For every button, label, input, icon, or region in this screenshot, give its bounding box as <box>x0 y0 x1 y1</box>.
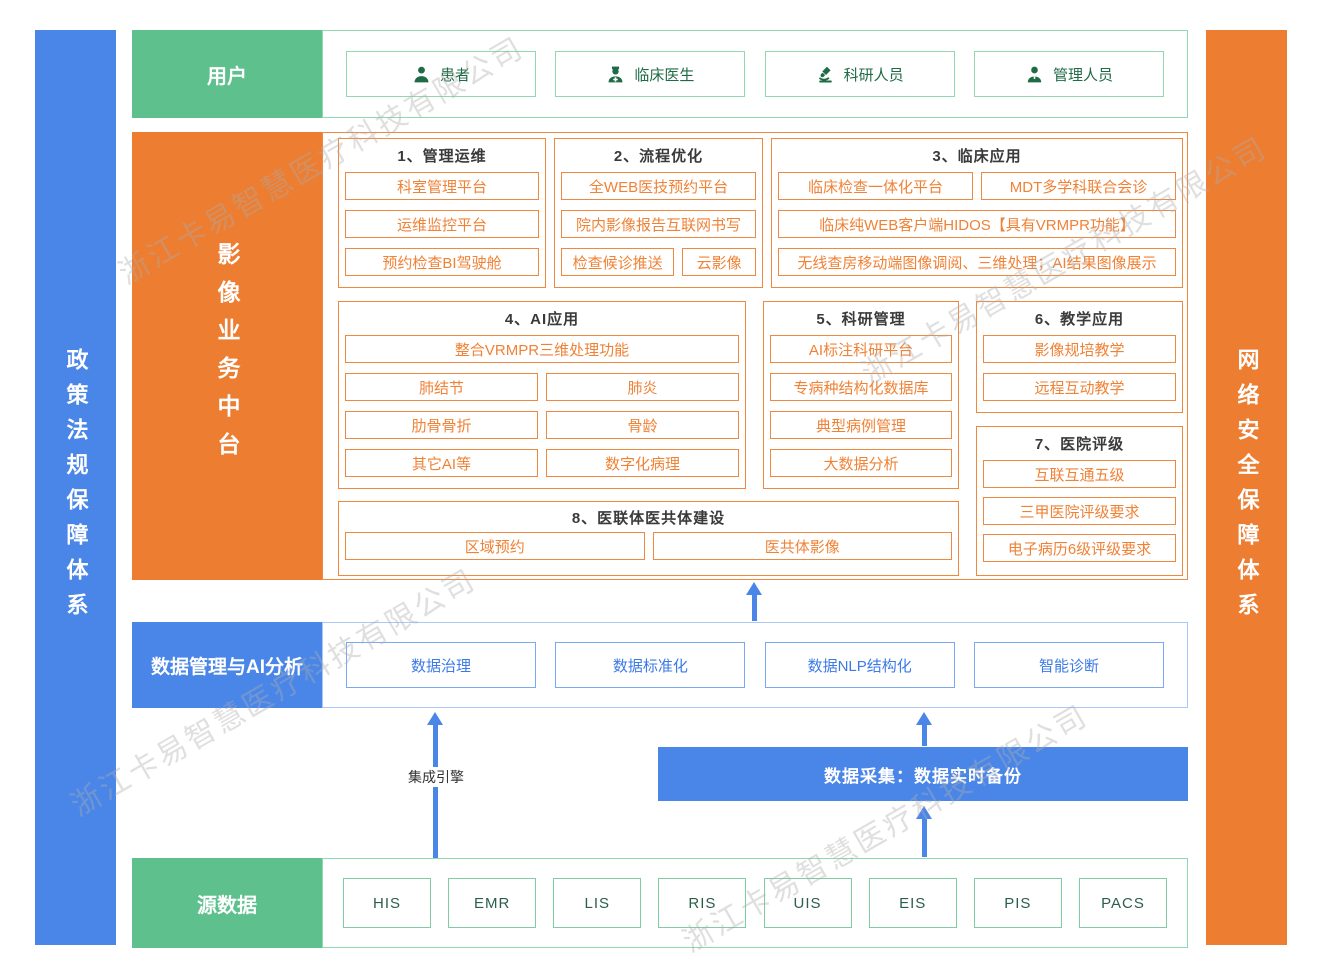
section-clinical-application: 3、临床应用 临床检查一体化平台 MDT多学科联合会诊 临床纯WEB客户端HID… <box>771 138 1183 288</box>
doctor-icon <box>608 66 623 82</box>
source-system-lis: LIS <box>553 878 642 928</box>
source-data-row: 源数据 HIS EMR LIS RIS UIS EIS PIS PACS <box>132 858 1188 948</box>
section-title: 3、临床应用 <box>932 148 1022 165</box>
platform-item: 电子病历6级评级要求 <box>983 534 1176 562</box>
platform-item: 科室管理平台 <box>345 172 539 200</box>
platform-item: 预约检查BI驾驶舱 <box>345 248 539 276</box>
data-management-label: 数据管理与AI分析 <box>132 622 322 708</box>
section-title: 2、流程优化 <box>613 148 704 165</box>
platform-item: 临床纯WEB客户端HIDOS【具有VRMPR功能】 <box>778 210 1176 238</box>
source-system-emr: EMR <box>448 878 537 928</box>
section-title: 7、医院评级 <box>1034 436 1125 453</box>
platform-item: 区域预约 <box>345 532 645 560</box>
users-row: 用户 患者 临床医生 科研人员 管理人员 <box>132 30 1188 118</box>
platform-item: 三甲医院评级要求 <box>983 497 1176 525</box>
platform-item: 整合VRMPR三维处理功能 <box>345 335 739 363</box>
admin-icon <box>1027 66 1042 82</box>
section-ai-application: 4、AI应用 整合VRMPR三维处理功能 肺结节 肺炎 肋骨骨折 骨龄 其它AI… <box>338 301 746 489</box>
section-management-ops: 1、管理运维 科室管理平台 运维监控平台 预约检查BI驾驶舱 <box>338 138 546 288</box>
section-medical-alliance: 8、医联体医共体建设 区域预约 医共体影像 <box>338 501 959 576</box>
source-system-his: HIS <box>343 878 431 928</box>
imaging-platform-label-box: 影像业务中台 <box>132 132 322 580</box>
platform-item: MDT多学科联合会诊 <box>981 172 1176 200</box>
users-row-body: 患者 临床医生 科研人员 管理人员 <box>322 30 1188 118</box>
data-mgmt-item: 数据标准化 <box>555 642 746 688</box>
user-item-label: 患者 <box>439 66 470 84</box>
platform-item: 影像规培教学 <box>983 335 1176 363</box>
source-system-uis: UIS <box>763 878 852 928</box>
section-process-optimization: 2、流程优化 全WEB医技预约平台 院内影像报告互联网书写 检查候诊推送 云影像 <box>554 138 763 288</box>
section-hospital-rating: 7、医院评级 互联互通五级 三甲医院评级要求 电子病历6级评级要求 <box>976 426 1183 576</box>
user-item-label: 管理人员 <box>1052 66 1113 84</box>
platform-item: 肋骨骨折 <box>345 411 538 439</box>
data-management-body: 数据治理 数据标准化 数据NLP结构化 智能诊断 <box>322 622 1188 708</box>
source-system-pis: PIS <box>973 878 1062 928</box>
imaging-platform-label: 影像业务中台 <box>214 242 240 470</box>
integration-engine-label: 集成引擎 <box>406 767 466 787</box>
section-title: 5、科研管理 <box>816 311 906 328</box>
platform-item: 运维监控平台 <box>345 210 539 238</box>
users-row-label: 用户 <box>132 30 322 118</box>
source-data-body: HIS EMR LIS RIS UIS EIS PIS PACS <box>322 858 1188 948</box>
platform-item: 检查候诊推送 <box>561 248 675 276</box>
platform-item: 肺结节 <box>345 373 538 401</box>
patient-icon <box>414 66 429 82</box>
arrow-source-to-collection <box>915 806 933 857</box>
section-title: 8、医联体医共体建设 <box>571 509 726 527</box>
platform-item: 大数据分析 <box>770 449 952 477</box>
data-mgmt-item: 智能诊断 <box>973 642 1164 688</box>
platform-item: 骨龄 <box>546 411 739 439</box>
imaging-platform-body: 1、管理运维 科室管理平台 运维监控平台 预约检查BI驾驶舱 2、流程优化 全W… <box>322 132 1188 580</box>
arrow-integration-engine <box>426 712 444 858</box>
platform-item: 典型病例管理 <box>770 411 952 439</box>
platform-item: 远程互动教学 <box>983 373 1176 401</box>
user-item-patient: 患者 <box>346 51 536 97</box>
user-item-researcher: 科研人员 <box>764 51 955 97</box>
source-system-eis: EIS <box>868 878 957 928</box>
section-title: 6、教学应用 <box>1034 311 1125 328</box>
network-security-label: 网络安全保障体系 <box>1234 347 1260 628</box>
data-management-row: 数据管理与AI分析 数据治理 数据标准化 数据NLP结构化 智能诊断 <box>132 622 1188 708</box>
source-system-pacs: PACS <box>1078 878 1167 928</box>
source-data-label: 源数据 <box>132 858 322 948</box>
user-item-label: 临床医生 <box>634 66 695 84</box>
user-item-label: 科研人员 <box>843 66 904 84</box>
data-collection-box: 数据采集：数据实时备份 <box>658 747 1188 801</box>
data-mgmt-item: 数据NLP结构化 <box>764 642 955 688</box>
policy-regulation-label: 政策法规保障体系 <box>63 347 89 628</box>
policy-regulation-bar: 政策法规保障体系 <box>35 30 116 945</box>
platform-item: 云影像 <box>682 248 756 276</box>
imaging-platform-row: 影像业务中台 1、管理运维 科室管理平台 运维监控平台 预约检查BI驾驶舱 2、… <box>132 132 1188 580</box>
platform-item: AI标注科研平台 <box>770 335 952 363</box>
platform-item: 其它AI等 <box>345 449 538 477</box>
user-item-manager: 管理人员 <box>973 51 1164 97</box>
microscope-icon <box>818 66 832 82</box>
arrow-collection-to-datamgmt <box>915 712 933 746</box>
platform-item: 临床检查一体化平台 <box>778 172 973 200</box>
section-title: 4、AI应用 <box>504 311 580 328</box>
platform-item: 专病种结构化数据库 <box>770 373 952 401</box>
data-mgmt-item: 数据治理 <box>346 642 536 688</box>
user-item-doctor: 临床医生 <box>555 51 746 97</box>
platform-item: 医共体影像 <box>652 532 952 560</box>
platform-item: 全WEB医技预约平台 <box>561 172 756 200</box>
section-teaching-application: 6、教学应用 影像规培教学 远程互动教学 <box>976 301 1183 413</box>
platform-item: 无线查房移动端图像调阅、三维处理；AI结果图像展示 <box>778 248 1176 276</box>
platform-item: 肺炎 <box>546 373 739 401</box>
platform-item: 院内影像报告互联网书写 <box>561 210 756 238</box>
source-system-ris: RIS <box>658 878 747 928</box>
section-title: 1、管理运维 <box>397 148 487 165</box>
network-security-bar: 网络安全保障体系 <box>1206 30 1287 945</box>
platform-item: 互联互通五级 <box>983 460 1176 488</box>
section-research-management: 5、科研管理 AI标注科研平台 专病种结构化数据库 典型病例管理 大数据分析 <box>763 301 959 489</box>
arrow-datamgmt-to-platform <box>745 582 763 621</box>
platform-item: 数字化病理 <box>546 449 739 477</box>
